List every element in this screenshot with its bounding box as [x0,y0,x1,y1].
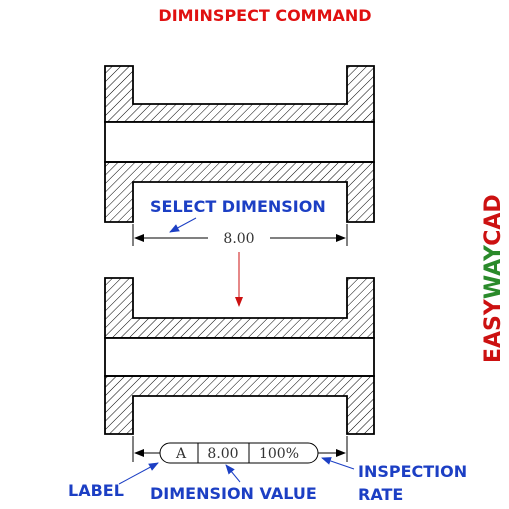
callout-inspection-rate-line1: INSPECTION [358,462,467,481]
inspection-frame [159,442,319,464]
callout-label: LABEL [68,481,124,500]
callout-inspection-rate-line2: RATE [358,485,403,504]
spool-part-original[interactable] [104,65,375,223]
brand-logo: EASYWAYCAD [481,194,506,363]
inspection-label: A [175,446,187,462]
callout-inspection-rate-arrow [321,457,355,470]
spool-part-inspected[interactable] [104,277,375,435]
callout-select-arrow [169,217,197,233]
page-title: DIMINSPECT COMMAND [158,6,371,25]
brand-part-easy: EASY [481,298,506,363]
brand-part-way: WAY [481,244,506,299]
inspection-rate: 100% [259,446,299,462]
spool-top-flange-section [104,65,375,123]
spool-bore [104,337,375,377]
inspection-dimension[interactable]: A 8.00 100% [132,436,348,464]
callout-dimension-value: DIMENSION VALUE [150,484,317,503]
spool-bottom-flange-section [104,375,375,435]
dimension-text: 8.00 [223,231,254,247]
brand-part-cad: CAD [481,194,506,245]
inspection-value: 8.00 [207,446,238,462]
dimension-8-00[interactable]: 8.00 [132,224,348,247]
spool-bore [104,121,375,163]
callout-select-dimension: SELECT DIMENSION [150,197,326,216]
svg-text:EASYWAYCAD: EASYWAYCAD [481,194,506,363]
callout-dimension-value-arrow [225,464,241,483]
callout-label-arrow [118,462,159,485]
spool-bottom-flange-section [104,161,375,223]
